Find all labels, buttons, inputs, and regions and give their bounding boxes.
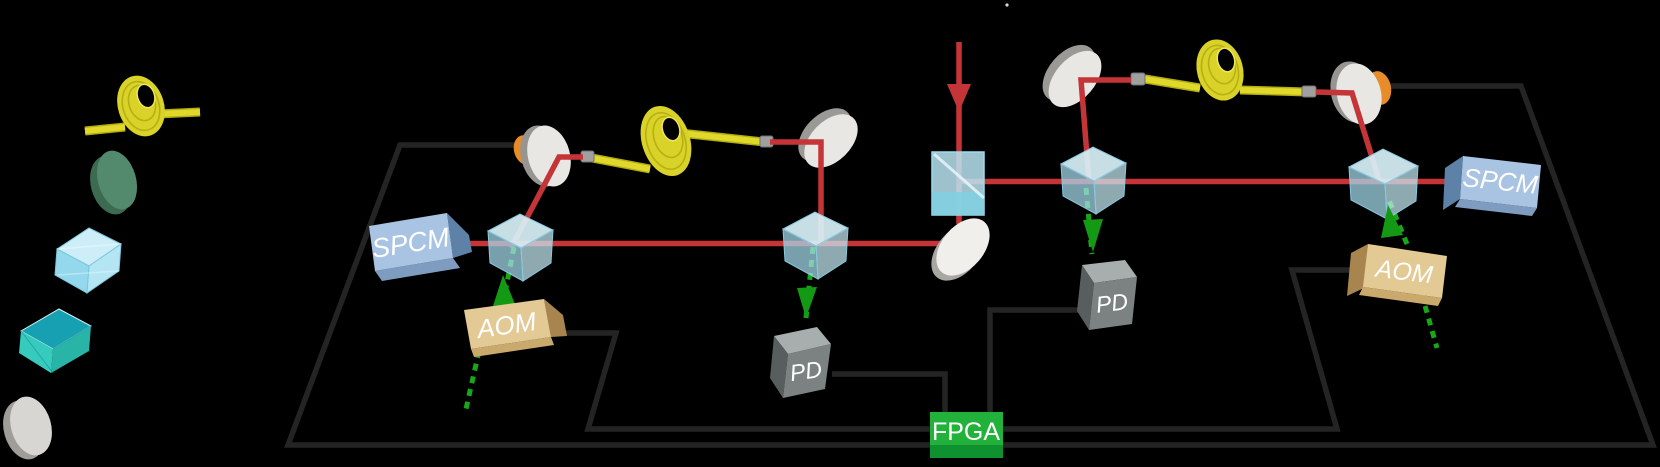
beam-mirror2-to-bs2	[770, 139, 824, 246]
fiber-link-1	[580, 105, 774, 177]
arrowhead-up-bs5	[1381, 205, 1403, 238]
arrowhead-down-pd1	[797, 287, 817, 318]
aom1-lower-dashes	[463, 350, 482, 410]
fpga-box: FPGA	[930, 412, 1003, 458]
aom1-to-bs1-dashes	[500, 246, 517, 304]
mirror-2	[798, 108, 858, 168]
legend	[3, 75, 201, 460]
beam-mirror4-to-bs4	[1078, 77, 1131, 182]
pd-right-box: PD	[1077, 260, 1137, 330]
fiber-link-2	[1130, 39, 1317, 101]
legend-green-optic-icon	[90, 150, 138, 215]
pd-left-label: PD	[788, 356, 823, 386]
control-dashes	[463, 187, 1440, 410]
aom-right-cable	[1003, 267, 1358, 432]
laser-beams	[455, 42, 1460, 250]
beamsplitter-central	[931, 151, 985, 216]
fiber-coil-icon	[640, 105, 692, 177]
pd-left-cable	[832, 371, 948, 414]
speck	[1005, 3, 1009, 7]
arrowhead-down-pd2	[1083, 219, 1103, 252]
control-arrowheads	[493, 205, 1403, 318]
arrowhead-up-bs1	[493, 275, 515, 306]
beam-mirror5-to-bs5	[1315, 89, 1383, 184]
beamsplitter-1	[486, 213, 555, 282]
beamsplitter-4	[1059, 146, 1128, 215]
input-beam-arrowhead	[947, 84, 971, 112]
aom-left-box: AOM	[464, 299, 567, 357]
legend-fiber-coil-icon	[84, 75, 201, 137]
pd-right-label: PD	[1094, 288, 1129, 318]
legend-mirror-icon	[3, 396, 52, 460]
pd-left-box: PD	[770, 327, 831, 398]
mirror-3	[931, 218, 990, 281]
aom-right-box: AOM	[1347, 244, 1447, 306]
beamsplitter-5	[1347, 148, 1420, 220]
fiber-coil-icon	[1196, 39, 1244, 101]
spcm-left-box: SPCM	[369, 213, 472, 281]
aom-left-cable	[545, 330, 930, 432]
pd-right-cable	[987, 307, 1086, 414]
fiber-connector	[1130, 72, 1146, 86]
fiber-connector	[1301, 85, 1317, 98]
aom2-lower-dashes	[1415, 280, 1440, 349]
beamsplitter-2	[781, 211, 850, 280]
legend-beamsplitter-cube-icon	[54, 227, 122, 295]
legend-teal-cube-icon	[19, 308, 93, 374]
mirror-4	[1042, 44, 1102, 108]
fpga-label: FPGA	[932, 418, 1000, 446]
spcm-right-box: SPCM	[1443, 156, 1541, 216]
